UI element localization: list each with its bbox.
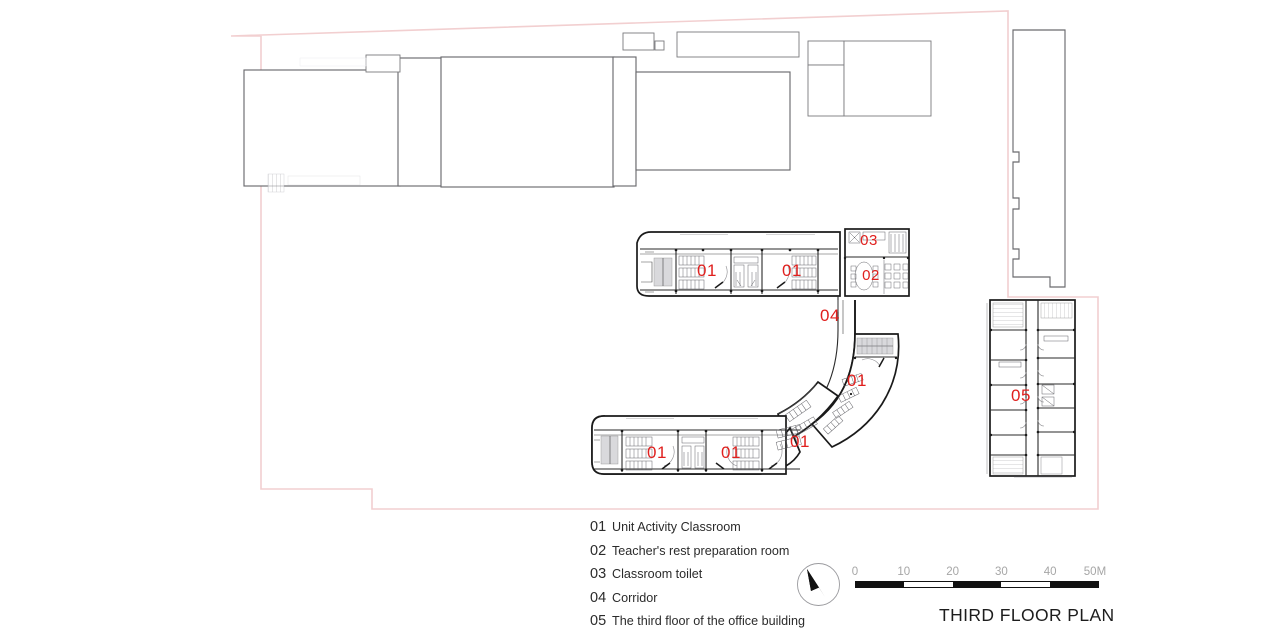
scale-tick-10: 10 (897, 566, 911, 578)
curved-classroom-block (810, 333, 900, 449)
legend-label-01: Unit Activity Classroom (612, 520, 741, 534)
scale-tick-0: 0 (851, 566, 859, 578)
room-number-tags: 01 01 02 03 04 01 01 01 01 05 (647, 232, 1031, 462)
scale-tick-30: 30 (994, 566, 1008, 578)
site-boundary (230, 10, 1099, 510)
page-title: THIRD FLOOR PLAN (939, 605, 1115, 625)
scale-tick-50: 50M (1083, 566, 1107, 578)
office-building-plan (986, 299, 1076, 478)
room-tag-04: 04 (820, 306, 840, 325)
room-tag-01-b: 01 (782, 261, 802, 280)
legend-number-05: 05 (590, 613, 607, 629)
scale-tick-20: 20 (946, 566, 959, 578)
legend-item-05: 05 The third floor of the office buildin… (590, 613, 890, 637)
room-tag-01-a: 01 (697, 261, 717, 280)
legend: 01 Unit Activity Classroom 02 Teacher's … (590, 519, 890, 637)
legend-number-01: 01 (590, 519, 607, 535)
room-tag-01-c: 01 (847, 371, 867, 390)
legend-label-02: Teacher's rest preparation room (612, 543, 790, 558)
legend-item-04: 04 Corridor (590, 590, 890, 614)
room-tag-01-d: 01 (790, 432, 810, 451)
north-arrow-icon (795, 561, 842, 608)
room-tag-03: 03 (860, 232, 878, 249)
room-tag-01-f: 01 (647, 443, 667, 462)
scale-segment-2 (904, 582, 953, 587)
upper-classroom-wing (636, 228, 910, 297)
scale-bar-ticks: 0 10 20 30 40 50M (851, 566, 1106, 580)
lower-classroom-wing (591, 415, 802, 475)
scale-bar-graphic (855, 581, 1099, 588)
legend-item-03: 03 Classroom toilet (590, 566, 890, 590)
room-tag-01-e: 01 (721, 443, 741, 462)
context-building-blocks (243, 29, 1066, 288)
legend-label-03: Classroom toilet (612, 567, 703, 581)
room-tag-02: 02 (862, 267, 880, 284)
legend-number-02: 02 (590, 542, 607, 559)
legend-item-02: 02 Teacher's rest preparation room (590, 543, 890, 567)
scale-segment-4 (1001, 582, 1050, 587)
legend-number-04: 04 (590, 589, 607, 606)
legend-number-03: 03 (590, 566, 607, 582)
legend-label-05: The third floor of the office building (612, 614, 805, 628)
scale-tick-40: 40 (1043, 566, 1057, 578)
legend-item-01: 01 Unit Activity Classroom (590, 519, 890, 543)
scale-segment-5 (1049, 582, 1099, 587)
room-tag-05: 05 (1011, 386, 1031, 405)
scale-bar: 0 10 20 30 40 50M (851, 566, 1106, 588)
legend-label-04: Corridor (612, 590, 658, 605)
scale-segment-3 (952, 582, 1002, 587)
scale-segment-1 (856, 582, 905, 587)
